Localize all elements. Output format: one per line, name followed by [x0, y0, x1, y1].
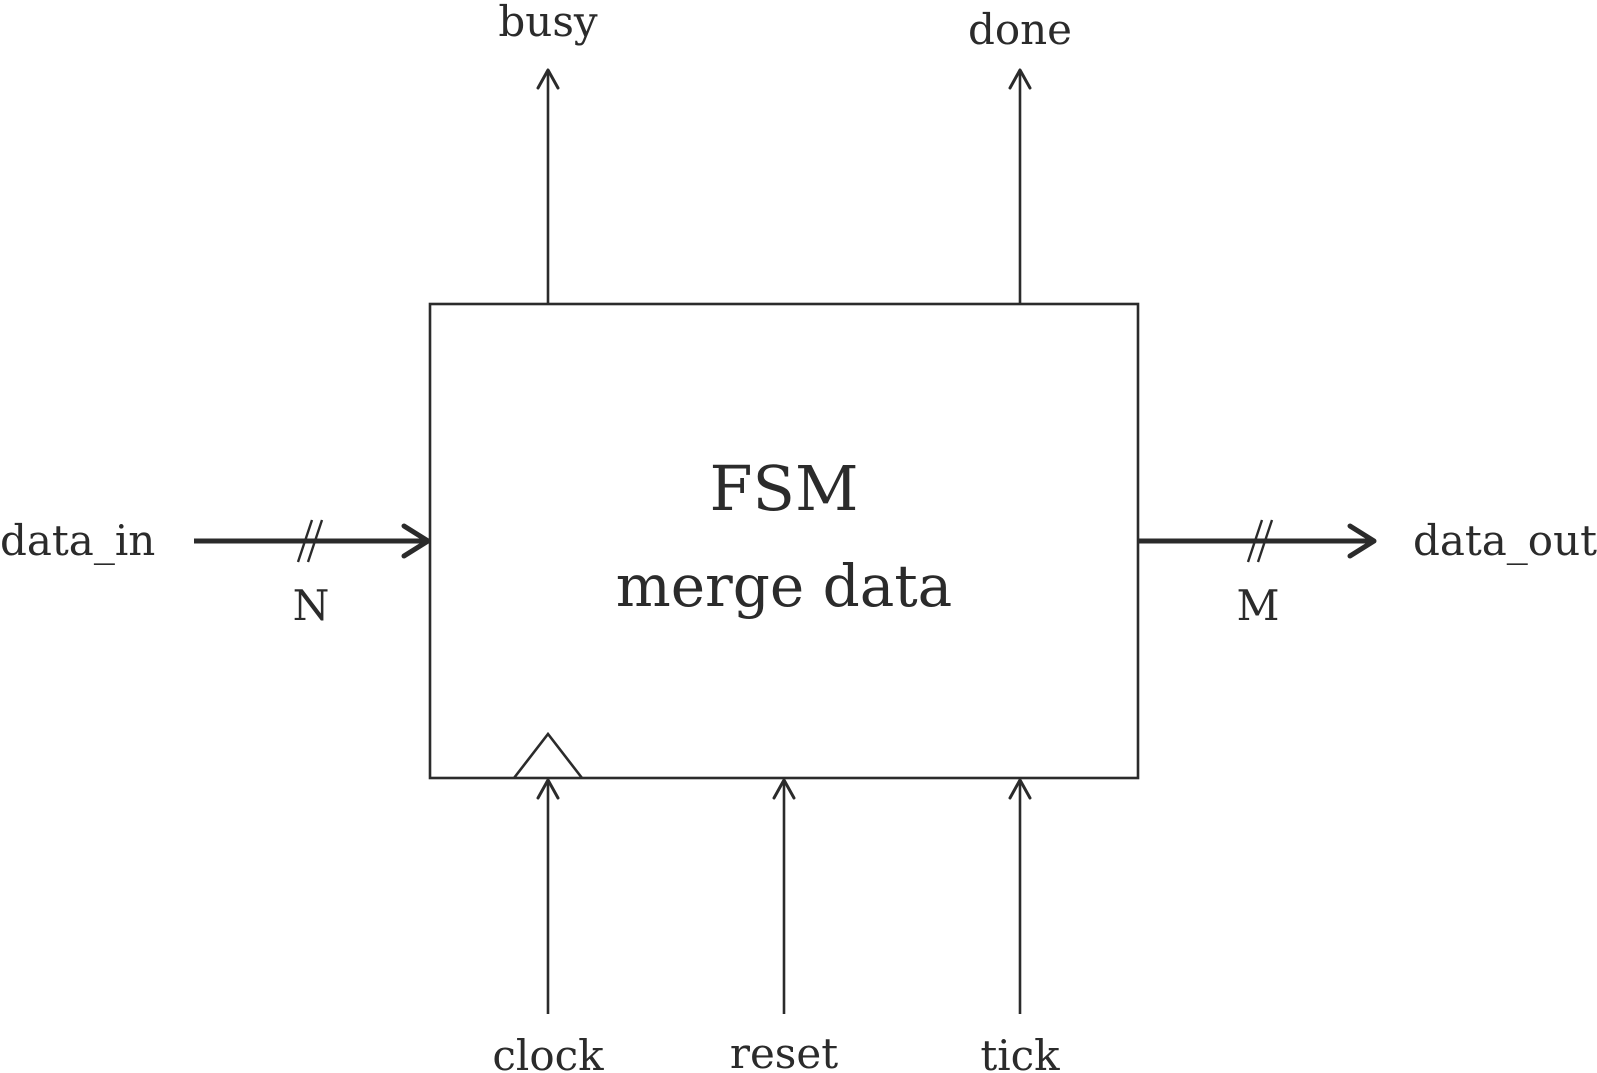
done-label: done	[968, 5, 1072, 54]
data-in-width-label: N	[293, 581, 330, 630]
busy-label: busy	[498, 0, 597, 46]
reset-label: reset	[730, 1029, 838, 1073]
done-output-arrow	[1008, 68, 1032, 304]
busy-output-arrow	[536, 68, 560, 304]
block-title: FSM	[710, 452, 859, 525]
clock-label: clock	[492, 1031, 604, 1073]
clock-input-arrow	[536, 778, 560, 1014]
tick-input-arrow	[1008, 778, 1032, 1014]
fsm-block	[428, 302, 1140, 780]
clock-edge-marker	[512, 731, 584, 779]
data-out-width-label: M	[1236, 581, 1279, 630]
block-subtitle: merge data	[616, 552, 953, 620]
data-in-bus-arrow	[194, 519, 431, 563]
reset-input-arrow	[772, 778, 796, 1014]
data-in-label: data_in	[0, 516, 155, 565]
data-out-label: data_out	[1413, 516, 1597, 565]
tick-label: tick	[980, 1031, 1060, 1073]
data-out-bus-arrow	[1138, 519, 1377, 563]
